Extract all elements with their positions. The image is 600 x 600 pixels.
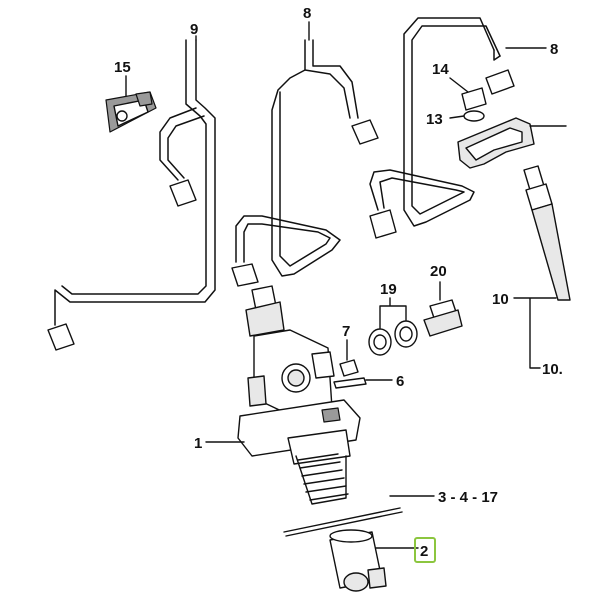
injection-pipe-8-middle (231, 39, 379, 287)
callout-13: 13 (426, 111, 443, 128)
gasket-3-4-17 (283, 507, 403, 537)
callout-labels: 9 8 8 15 14 13 19 20 10 10. 7 6 1 3 - 4 … (114, 5, 563, 563)
callout-9: 9 (190, 21, 198, 38)
callout-2: 2 (420, 543, 428, 560)
callout-7: 7 (342, 323, 350, 340)
clamp-bracket (457, 117, 535, 169)
callout-15: 15 (114, 59, 131, 76)
callout-8-middle: 8 (303, 5, 311, 22)
seal-rings-19 (368, 320, 418, 356)
callout-3-4-17: 3 - 4 - 17 (438, 489, 498, 506)
roller-tappet-2 (329, 529, 387, 592)
injection-pipe-9 (47, 39, 216, 351)
callout-20: 20 (430, 263, 447, 280)
callout-14: 14 (432, 61, 449, 78)
leader-lines (125, 21, 567, 549)
nut-14 (461, 87, 487, 111)
clamp-15 (105, 91, 157, 133)
callout-1: 1 (194, 435, 202, 452)
plug-20 (423, 299, 463, 337)
callout-8-right: 8 (550, 41, 558, 58)
callout-10: 10 (492, 291, 509, 308)
washer-13 (463, 110, 485, 122)
injector-10 (523, 165, 571, 301)
callout-19: 19 (380, 281, 397, 298)
injection-pipe-8-right (369, 17, 515, 239)
shim-6 (333, 377, 367, 389)
callout-2-highlight (414, 537, 436, 563)
callout-6: 6 (396, 373, 404, 390)
callout-10-continued: 10. (542, 361, 563, 378)
part-7 (339, 359, 359, 377)
injection-pump-1 (237, 285, 361, 505)
